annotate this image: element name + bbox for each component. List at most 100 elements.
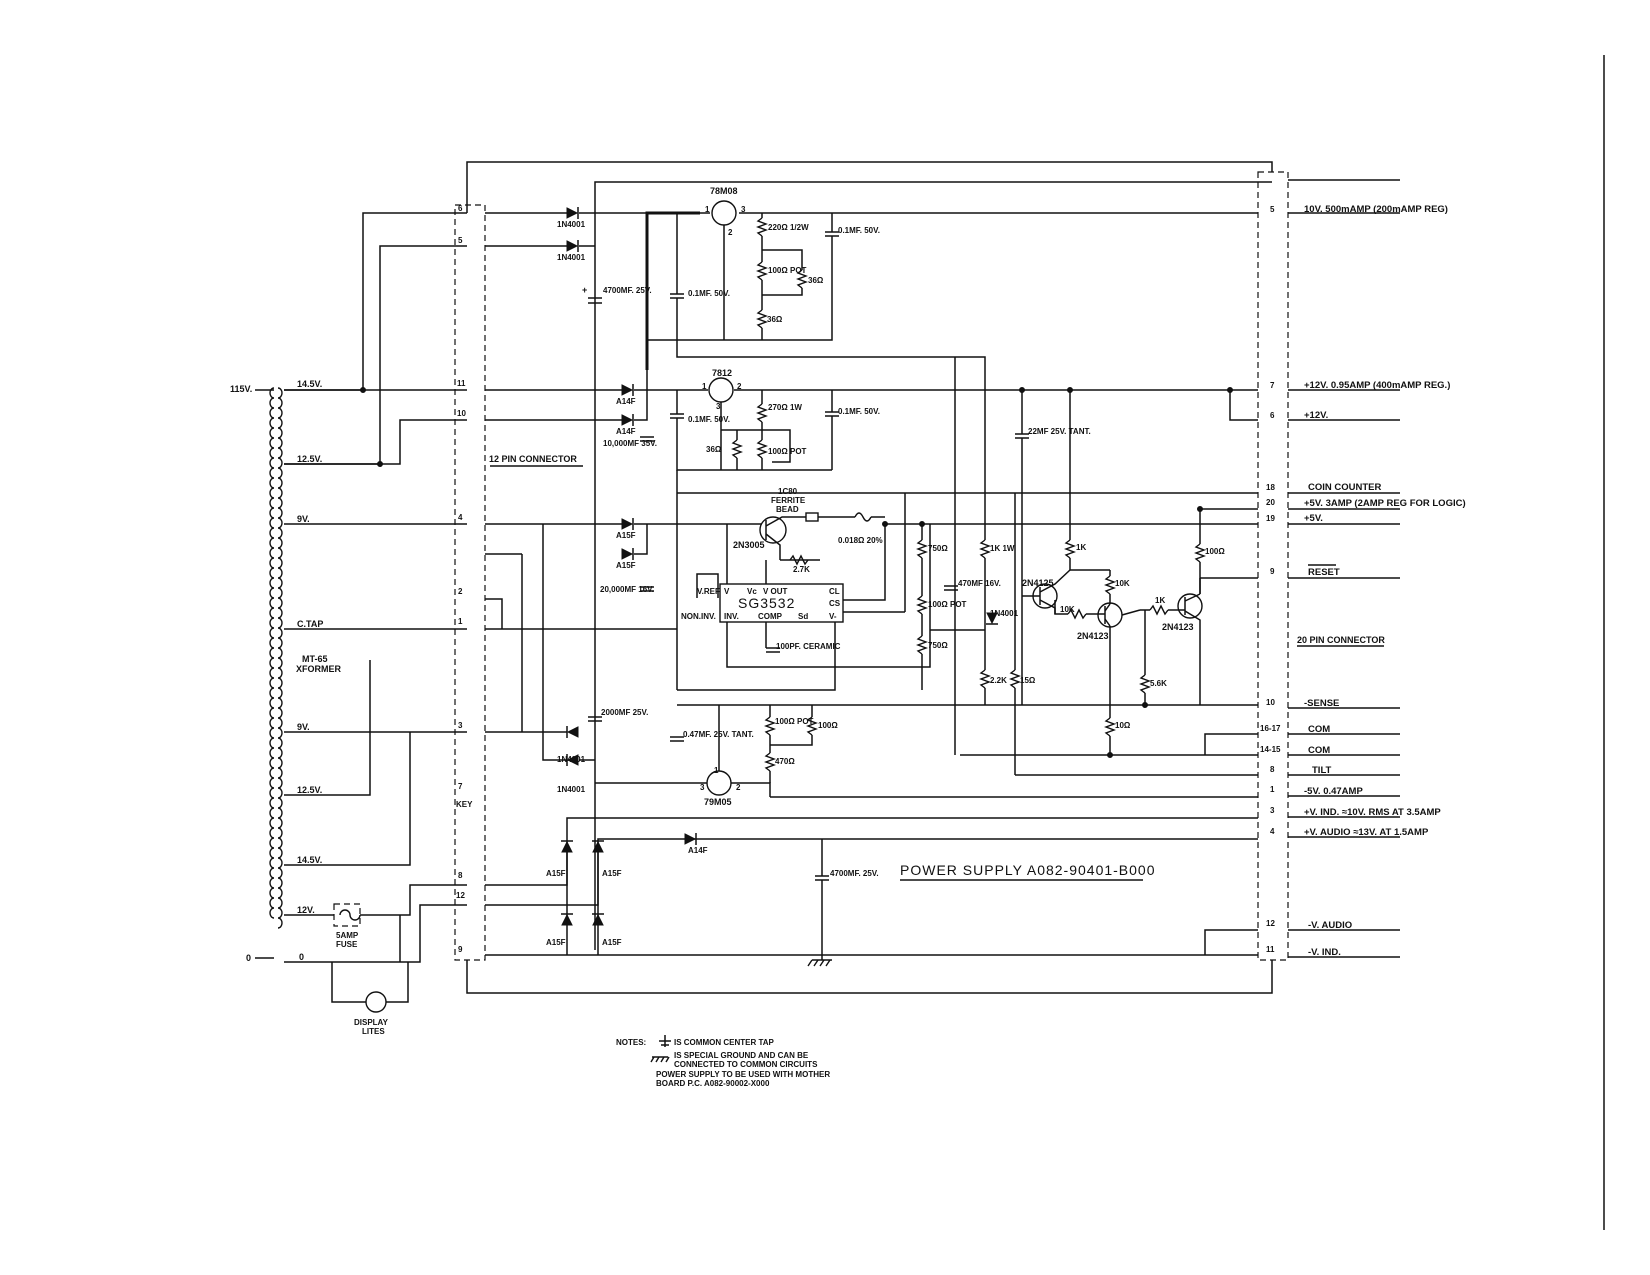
r1-zigzag [756,217,768,237]
regulator-78m08 [711,200,737,226]
diode-8-label: 1N4001 [557,785,586,794]
r13-label: 1K 1W [990,544,1015,553]
c12-pin-8: 8 [458,871,463,880]
c7-label: 22MF 25V. TANT. [1028,427,1091,436]
notes-label: NOTES: [616,1038,646,1047]
r17-label: 10K [1115,579,1130,588]
diode-6-label: A15F [616,561,636,570]
svg-text:V-: V- [829,612,837,621]
control-transistors: 2N4125 2N4123 2N4123 [1022,569,1203,705]
r8-label: 2.7K [793,565,810,574]
diode-4-label: A14F [616,427,636,436]
output-minus-5v: -5V. 0.47AMP [1304,786,1363,797]
svg-text:3: 3 [741,205,746,214]
ic-sg3532: SG3532 V.REF V Vc V OUT CL CS NON.INV. I… [677,524,931,691]
r6-label: 36Ω [706,445,722,454]
diagram-title: POWER SUPPLY A082-90401-B000 [900,862,1156,878]
c12-pin-1: 1 [458,617,463,626]
c12-pin-9: 9 [458,945,463,954]
output-coin-counter: COIN COUNTER [1308,482,1382,493]
diode-3-label: A14F [616,397,636,406]
connector20-label: 20 PIN CONNECTOR [1297,635,1385,645]
c12-pin-4: 4 [458,513,463,522]
output-5v-3a: +5V. 3AMP (2AMP REG FOR LOGIC) [1304,498,1466,509]
regulator-1-label: 78M08 [710,186,738,196]
svg-text:Vc: Vc [747,587,757,596]
shunt-label: 0.018Ω 20% [838,536,883,545]
output-lines [1288,179,1400,958]
svg-text:3: 3 [700,783,705,792]
transformer: 115V. 0 MT-65 XFORMER [230,384,342,963]
ic-label: SG3532 [738,595,795,611]
display-lamp: DISPLAY LITES [354,991,396,1036]
c3-label: 0.1MF. 50V. [838,226,880,235]
c20-pin-3: 3 [1270,806,1275,815]
svg-text:2: 2 [737,382,742,391]
c20-pin-5: 5 [1270,205,1275,214]
diode-12-label: A15F [546,938,566,947]
r15-label: 15Ω [1020,676,1036,685]
output-tilt: TILT [1312,765,1332,776]
ferrite-label-2: FERRITE [771,496,806,505]
output-12v-095a: +12V. 0.95AMP (400mAMP REG.) [1304,380,1450,391]
r1-label: 220Ω 1/2W [768,223,809,232]
c20-pin-9: 9 [1270,567,1275,576]
r19-label: 1K [1155,596,1165,605]
top-loop-wire [466,161,1273,213]
r12-label: 750Ω [928,641,948,650]
c10-label: 100PF. CERAMIC [776,642,841,651]
svg-text:CL: CL [829,587,840,596]
c20-pin-6: 6 [1270,411,1275,420]
bus-wires [485,181,1272,956]
note-line-2: IS SPECIAL GROUND AND CAN BE [674,1051,809,1060]
transformer-taps: 14.5V. 12.5V. 9V. C.TAP 9V. 12.5V. 14.5V… [297,379,323,962]
c20-pin-18: 18 [1266,483,1275,492]
svg-text:INV.: INV. [724,612,739,621]
svg-text:+: + [582,285,587,295]
svg-text:V: V [724,587,730,596]
output-minus-v-ind: -V. IND. [1308,947,1341,958]
note-line-3: CONNECTED TO COMMON CIRCUITS [674,1060,818,1069]
lamp-label-2: LITES [362,1027,385,1036]
tap-label-1: 14.5V. [297,379,322,389]
primary-winding [269,387,275,919]
c20-pin-19: 19 [1266,514,1275,523]
output-10v: 10V. 500mAMP (200mAMP REG) [1304,204,1448,215]
c13-label: 4700MF. 25V. [830,869,879,878]
diode-9-label: A14F [688,846,708,855]
transistor-2-label: 2N4125 [1022,578,1054,588]
svg-text:2: 2 [728,228,733,237]
svg-text:3: 3 [716,402,721,411]
c20-pin-1: 1 [1270,785,1275,794]
output-com-1: COM [1308,724,1330,735]
c12-pin-10: 10 [457,409,466,418]
output-5v: +5V. [1304,513,1323,524]
r25-label: 470Ω [775,757,795,766]
regulator-79m05 [706,770,732,796]
r3-label: 36Ω [808,276,824,285]
svg-text:1: 1 [705,205,710,214]
misc-wires [676,357,1233,758]
r2-label: 100Ω POT [768,266,807,275]
c20-pin-12: 12 [1266,919,1275,928]
transistor-3-label: 2N4123 [1077,631,1109,641]
c12-pin-11: 11 [457,379,466,388]
connector-12-pin: 12 PIN CONNECTOR 6 5 11 10 4 2 1 3 7 8 1… [454,204,583,961]
svg-text:Sd: Sd [798,612,808,621]
r7-label: 100Ω POT [768,447,807,456]
output-v-audio: +V. AUDIO ≈13V. AT 1.5AMP [1304,827,1429,838]
svg-text:2: 2 [736,783,741,792]
transistor-4-label: 2N4123 [1162,622,1194,632]
secondary-winding [277,387,283,929]
transistor-1-label: 2N3005 [733,540,765,550]
c1-label: 4700MF. 25V. [603,286,652,295]
svg-text:NON.INV.: NON.INV. [681,612,716,621]
svg-text:V.REF: V.REF [697,587,720,596]
r24-label: 100Ω [818,721,838,730]
c20-pin-14-15: 14-15 [1260,745,1281,754]
r20-label: 100Ω [1205,547,1225,556]
diode-1-label: 1N4001 [557,220,586,229]
c12-pin-2: 2 [458,587,463,596]
regulator-3-label: 79M05 [704,797,732,807]
